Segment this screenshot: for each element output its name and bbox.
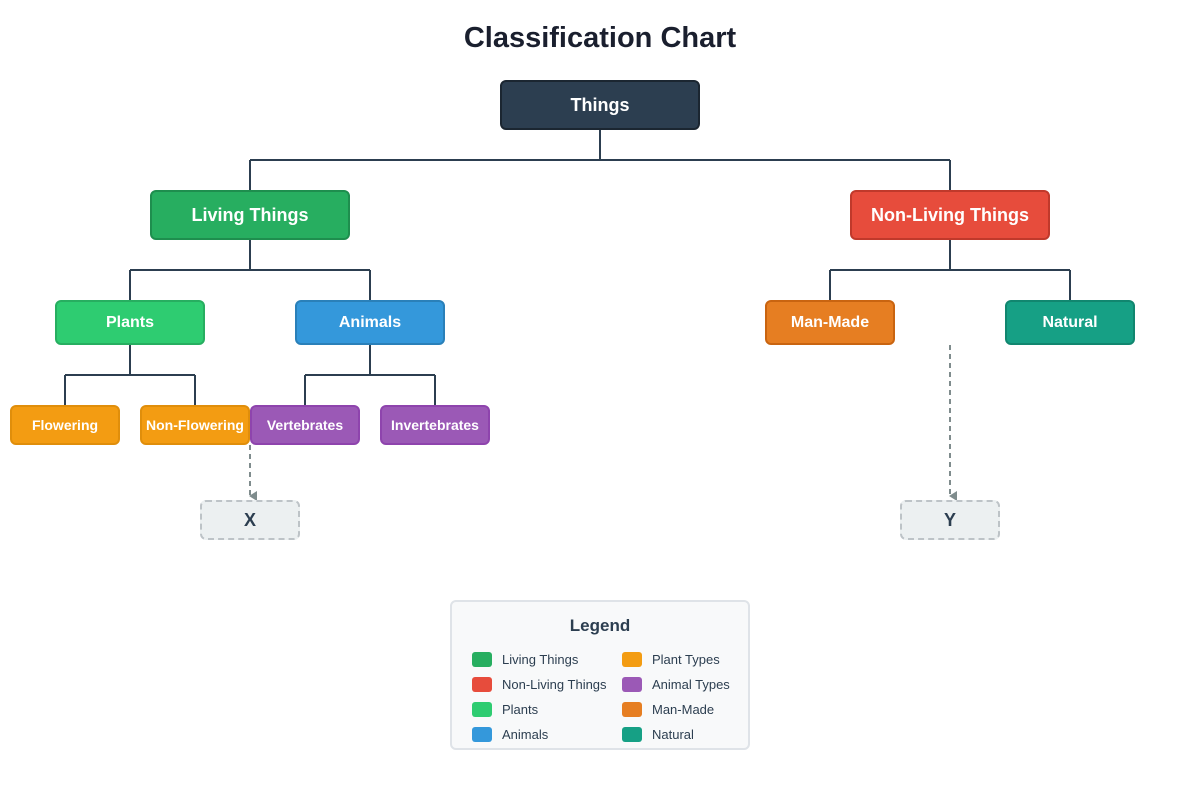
legend-swatch xyxy=(472,727,492,742)
node-plants: Plants xyxy=(55,300,205,345)
connector-animals xyxy=(304,345,436,405)
connector-living xyxy=(129,240,371,300)
node-vertebrates: Vertebrates xyxy=(250,405,360,445)
legend-item-plant-types: Plant Types xyxy=(622,652,720,667)
legend-item-living-things: Living Things xyxy=(472,652,578,667)
node-y: Y xyxy=(900,500,1000,540)
legend-swatch xyxy=(622,727,642,742)
legend-item-animal-types: Animal Types xyxy=(622,677,730,692)
legend-label: Living Things xyxy=(502,652,579,667)
node-x: X xyxy=(200,500,300,540)
legend-swatch xyxy=(472,652,492,667)
node-invertebrates: Invertebrates xyxy=(380,405,490,445)
legend-label: Natural xyxy=(652,727,694,742)
node-things: Things xyxy=(500,80,700,130)
legend-item-animals: Animals xyxy=(472,727,548,742)
node-animals: Animals xyxy=(295,300,445,345)
connector-things xyxy=(249,130,951,190)
connector-nonliving xyxy=(829,240,1071,300)
legend-item-non-living-things: Non-Living Things xyxy=(472,677,607,692)
chart-title: Classification Chart xyxy=(463,22,737,54)
legend-item-natural: Natural xyxy=(622,727,694,742)
legend-label: Animals xyxy=(502,727,549,742)
legend-label: Non-Living Things xyxy=(502,677,607,692)
legend-label: Plants xyxy=(502,702,539,717)
node-non-flowering: Non-Flowering xyxy=(140,405,250,445)
legend-title: Legend xyxy=(569,616,631,635)
legend-swatch xyxy=(472,702,492,717)
legend-swatch xyxy=(622,652,642,667)
legend-item-plants: Plants xyxy=(472,702,538,717)
legend-swatch xyxy=(622,702,642,717)
legend-label: Plant Types xyxy=(652,652,720,667)
node-flowering: Flowering xyxy=(10,405,120,445)
node-living-things: Living Things xyxy=(150,190,350,240)
legend-label: Animal Types xyxy=(652,677,730,692)
connector-plants xyxy=(64,345,196,405)
node-non-living-things: Non-Living Things xyxy=(850,190,1050,240)
node-man-made: Man-Made xyxy=(765,300,895,345)
legend-item-man-made: Man-Made xyxy=(622,702,714,717)
node-natural: Natural xyxy=(1005,300,1135,345)
legend-swatch xyxy=(472,677,492,692)
legend: Legend Living Things Non-Living Things P… xyxy=(450,600,750,750)
legend-swatch xyxy=(622,677,642,692)
legend-label: Man-Made xyxy=(652,702,715,717)
